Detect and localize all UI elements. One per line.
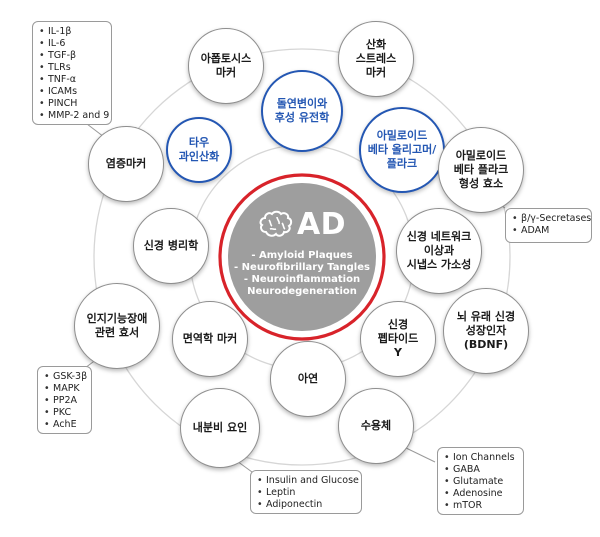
brain-icon: [259, 210, 293, 237]
list-item: Leptin: [257, 487, 355, 499]
list-item: TGF-β: [39, 50, 105, 62]
center-feature-item: - Amyloid Plaques: [251, 250, 353, 261]
node-zinc: 아연: [270, 341, 346, 417]
list-item: Ion Channels: [444, 452, 517, 464]
node-label: 신경 네트워크 이상과 시냅스 가소성: [406, 230, 472, 271]
list-item: PP2A: [44, 395, 85, 407]
node-apoptosis-marker: 아폽토시스 마커: [188, 28, 264, 104]
endocrine-list: Insulin and Glucose Leptin Adiponectin: [250, 470, 362, 514]
center-feature-item: Neurodegeneration: [247, 286, 357, 297]
node-label: 아연: [297, 372, 319, 386]
list-item: MMP-2 and 9: [39, 110, 109, 122]
list-item: Adiponectin: [257, 499, 355, 511]
kinase-list: GSK-3β MAPK PP2A PKC AchE: [37, 366, 92, 434]
node-label: 내분비 요인: [192, 421, 248, 435]
node-inflammation-marker: 염증마커: [88, 126, 164, 202]
list-item: ICAMs: [39, 86, 105, 98]
node-label: 돌연변이와 후성 유전학: [274, 97, 330, 124]
list-item: MAPK: [44, 383, 85, 395]
node-tau-hyperphosphorylation: 타우 과인산화: [166, 117, 232, 183]
list-item: PKC: [44, 407, 85, 419]
node-receptor: 수용체: [338, 388, 414, 464]
node-endocrine-factor: 내분비 요인: [180, 388, 260, 468]
center-title: AD: [296, 207, 347, 242]
node-label: 신경 병리학: [143, 239, 199, 253]
list-item: PINCH: [39, 98, 105, 110]
node-neuropeptide-y: 신경 펩타이드 Y: [360, 301, 436, 377]
node-label: 아밀로이드 베타 올리고머/ 플라크: [367, 129, 437, 170]
node-cognitive-enzyme: 인지기능장애 관련 효서: [74, 283, 160, 369]
list-item: β/γ-Secretases: [512, 213, 591, 225]
node-bdnf: 뇌 유래 신경 성장인자 (BDNF): [443, 288, 529, 374]
node-label: 면역학 마커: [182, 332, 238, 346]
list-item: TNF-α: [39, 74, 105, 86]
node-amyloid-oligomer: 아밀로이드 베타 올리고머/ 플라크: [359, 107, 445, 193]
list-item: Glutamate: [444, 476, 517, 488]
list-item: Insulin and Glucose: [257, 475, 359, 487]
list-item: ADAM: [512, 225, 585, 237]
center-feature-item: - Neurofibrillary Tangles: [234, 262, 370, 273]
node-label: 아폽토시스 마커: [200, 52, 252, 79]
outer-ring: [93, 48, 511, 466]
list-item: GABA: [444, 464, 517, 476]
node-amyloid-enzyme: 아밀로이드 베타 플라크 형성 효소: [438, 127, 524, 213]
receptor-list: Ion Channels GABA Glutamate Adenosine mT…: [437, 447, 524, 515]
list-item: GSK-3β: [44, 371, 87, 383]
ad-brand: AD: [258, 207, 346, 242]
list-item: AchE: [44, 419, 85, 431]
inflammation-marker-list: IL-1β IL-6 TGF-β TLRs TNF-α ICAMs PINCH …: [32, 21, 112, 125]
node-label: 인지기능장애 관련 효서: [86, 312, 148, 339]
node-mutation-epigenetics: 돌연변이와 후성 유전학: [261, 70, 343, 152]
secretase-list: β/γ-Secretases ADAM: [505, 208, 592, 243]
node-neural-network: 신경 네트워크 이상과 시냅스 가소성: [396, 208, 482, 294]
node-label: 아밀로이드 베타 플라크 형성 효소: [453, 149, 509, 190]
node-label: 뇌 유래 신경 성장인자 (BDNF): [456, 310, 516, 351]
center-feature-list: - Amyloid Plaques - Neurofibrillary Tang…: [234, 250, 370, 298]
center-feature-item: - Neuroinflammation: [243, 274, 361, 285]
node-label: 타우 과인산화: [178, 136, 220, 163]
node-immunology-marker: 면역학 마커: [172, 301, 248, 377]
list-item: TLRs: [39, 62, 105, 74]
list-item: IL-1β: [39, 26, 105, 38]
red-ring: [218, 173, 386, 341]
node-label: 산화 스트레스 마커: [355, 38, 397, 79]
list-item: mTOR: [444, 500, 517, 512]
node-label: 수용체: [360, 419, 392, 433]
connector-receptors: [403, 446, 436, 463]
node-label: 염증마커: [105, 157, 147, 171]
center-ad-circle: AD - Amyloid Plaques - Neurofibrillary T…: [228, 183, 376, 331]
list-item: Adenosine: [444, 488, 517, 500]
node-oxidative-stress-marker: 산화 스트레스 마커: [338, 21, 414, 97]
list-item: IL-6: [39, 38, 105, 50]
node-label: 신경 펩타이드 Y: [377, 318, 419, 359]
node-neuropathology: 신경 병리학: [133, 208, 209, 284]
